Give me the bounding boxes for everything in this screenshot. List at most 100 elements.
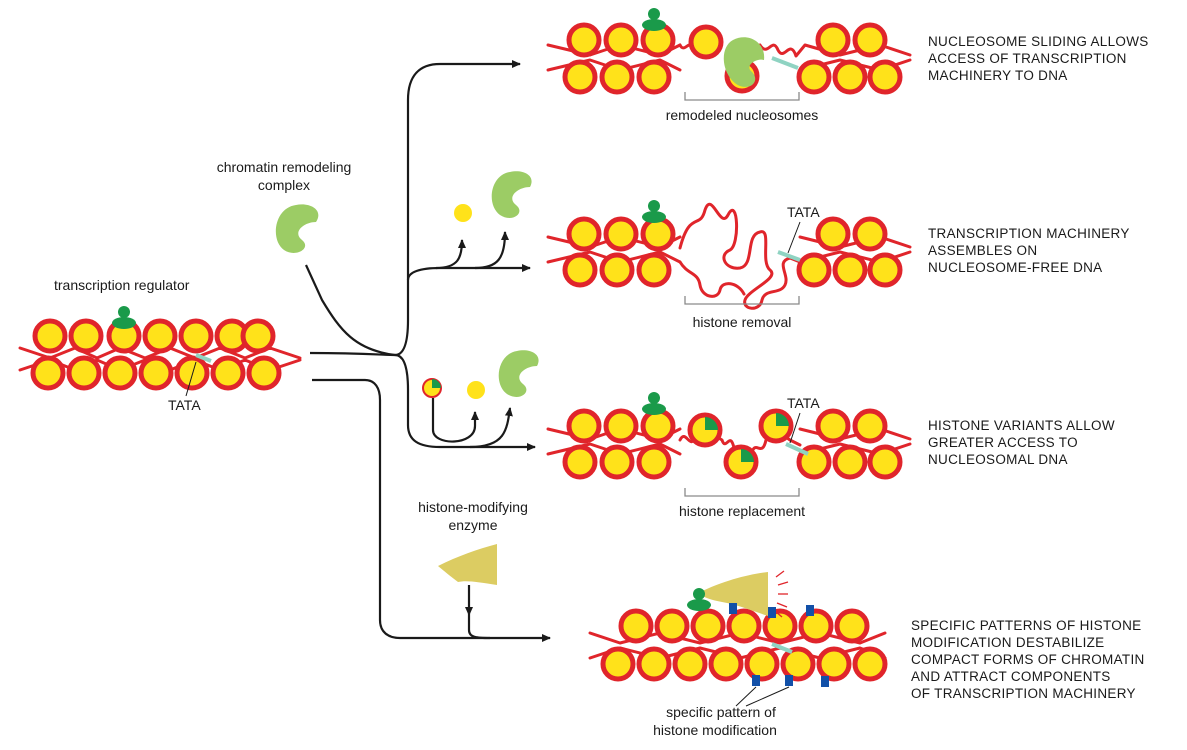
bracket-removal	[684, 296, 800, 305]
variant-histone-wedge	[776, 413, 789, 426]
pattern-pointer-2	[745, 686, 790, 707]
modification-mark	[729, 603, 737, 614]
caption-line: AND ATTRACT COMPONENTS	[911, 669, 1111, 684]
nucleosome	[636, 252, 672, 288]
modification-mark	[785, 675, 793, 686]
nucleosome	[852, 216, 888, 252]
nucleosome	[174, 355, 210, 391]
row-replacement: TATA histone replacement	[546, 392, 912, 519]
caption-line: HISTONE VARIANTS ALLOW	[928, 418, 1115, 433]
nucleosome	[852, 646, 888, 682]
nucleosome	[562, 444, 598, 480]
nucleosome	[832, 59, 868, 95]
caption-line: OF TRANSCRIPTION MACHINERY	[911, 686, 1136, 701]
nucleosome	[603, 216, 639, 252]
tata-pointer-start	[185, 361, 197, 397]
modification-marks	[729, 603, 829, 687]
nucleosome	[640, 216, 676, 252]
tata-box-modification	[771, 642, 793, 654]
exchanged-histone-icon	[467, 381, 485, 399]
nucleosome	[815, 216, 851, 252]
nucleosome	[815, 408, 851, 444]
variant-histone-icon	[422, 378, 442, 398]
variant-histone-wedge	[705, 417, 718, 430]
caption-line: ASSEMBLES ON	[928, 243, 1037, 258]
nucleosome	[30, 355, 66, 391]
modifying-enzyme-label-2: enzyme	[448, 517, 497, 533]
nucleosome	[867, 252, 903, 288]
tata-box-replacement	[785, 442, 809, 456]
caption-variants: HISTONE VARIANTS ALLOW GREATER ACCESS TO…	[928, 418, 1115, 467]
nucleosome	[599, 444, 635, 480]
nucleosome	[815, 22, 851, 58]
caption-removal: TRANSCRIPTION MACHINERY ASSEMBLES ON NUC…	[928, 226, 1130, 275]
tata-pointer-removal	[787, 221, 801, 254]
caption-line: MODIFICATION DESTABILIZE	[911, 635, 1104, 650]
transcription-regulator-label: transcription regulator	[54, 277, 190, 293]
nucleosome	[688, 24, 724, 60]
variant-histone-wedge	[741, 449, 754, 462]
nucleosome	[708, 646, 744, 682]
nucleosome	[102, 355, 138, 391]
nucleosome	[636, 59, 672, 95]
row-modification: specific pattern of histone modification	[588, 570, 888, 738]
histone-removal-label: histone removal	[693, 314, 792, 330]
remodeling-complex-label-2: complex	[258, 177, 310, 193]
caption-sliding: NUCLEOSOME SLIDING ALLOWS ACCESS OF TRAN…	[928, 34, 1149, 83]
nucleosome	[603, 408, 639, 444]
enzyme-activity-icon	[774, 570, 789, 618]
tata-label-replacement: TATA	[787, 395, 820, 411]
remodeling-complex-icon-removal	[491, 171, 532, 218]
remodeling-complex-sliding	[723, 37, 765, 87]
nucleosome	[566, 22, 602, 58]
nucleosome	[599, 59, 635, 95]
specific-pattern-label-1: specific pattern of	[666, 704, 776, 720]
caption-line: NUCLEOSOMAL DNA	[928, 452, 1068, 467]
nucleosome	[240, 318, 276, 354]
nucleosome	[603, 22, 639, 58]
nucleosome	[780, 646, 816, 682]
tata-box-sliding	[771, 56, 799, 70]
nucleosome	[672, 646, 708, 682]
tata-box-removal	[777, 250, 801, 262]
pattern-pointer-1	[735, 686, 757, 707]
caption-line: NUCLEOSOME-FREE DNA	[928, 260, 1102, 275]
tata-label-removal: TATA	[787, 204, 820, 220]
nucleosome	[852, 408, 888, 444]
nucleosome	[762, 608, 798, 644]
nucleosome	[867, 444, 903, 480]
nucleosome	[636, 444, 672, 480]
transcription-regulator-icon	[112, 306, 136, 329]
modification-mark	[821, 676, 829, 687]
nucleosome	[562, 252, 598, 288]
nucleosome	[618, 608, 654, 644]
nucleosome	[32, 318, 68, 354]
branch-arrows	[304, 60, 551, 642]
nucleosome	[68, 318, 104, 354]
nucleosome	[178, 318, 214, 354]
caption-line: TRANSCRIPTION MACHINERY	[928, 226, 1130, 241]
caption-line: GREATER ACCESS TO	[928, 435, 1078, 450]
nucleosome	[562, 59, 598, 95]
nucleosome	[832, 252, 868, 288]
row-sliding: remodeled nucleosomes	[546, 8, 912, 123]
bracket-replacement	[684, 488, 800, 497]
row-removal: TATA histone removal	[546, 200, 912, 330]
caption-line: NUCLEOSOME SLIDING ALLOWS	[928, 34, 1149, 49]
nucleosome	[138, 355, 174, 391]
modifying-enzyme-icon	[438, 544, 497, 585]
nucleosome	[636, 646, 672, 682]
nucleosome	[66, 355, 102, 391]
caption-line: MACHINERY TO DNA	[928, 68, 1068, 83]
chromatin-fiber-start	[18, 318, 302, 391]
nucleosome	[600, 646, 636, 682]
regulator-replacement-icon	[642, 392, 666, 415]
nucleosome	[210, 355, 246, 391]
tata-label-start: TATA	[168, 397, 201, 413]
nucleosome	[599, 252, 635, 288]
nucleosome	[566, 408, 602, 444]
modifying-enzyme-bound	[698, 572, 768, 616]
tata-box-start	[195, 353, 212, 363]
nucleosome	[796, 252, 832, 288]
starting-chromatin: transcription regulator TATA	[18, 277, 302, 413]
